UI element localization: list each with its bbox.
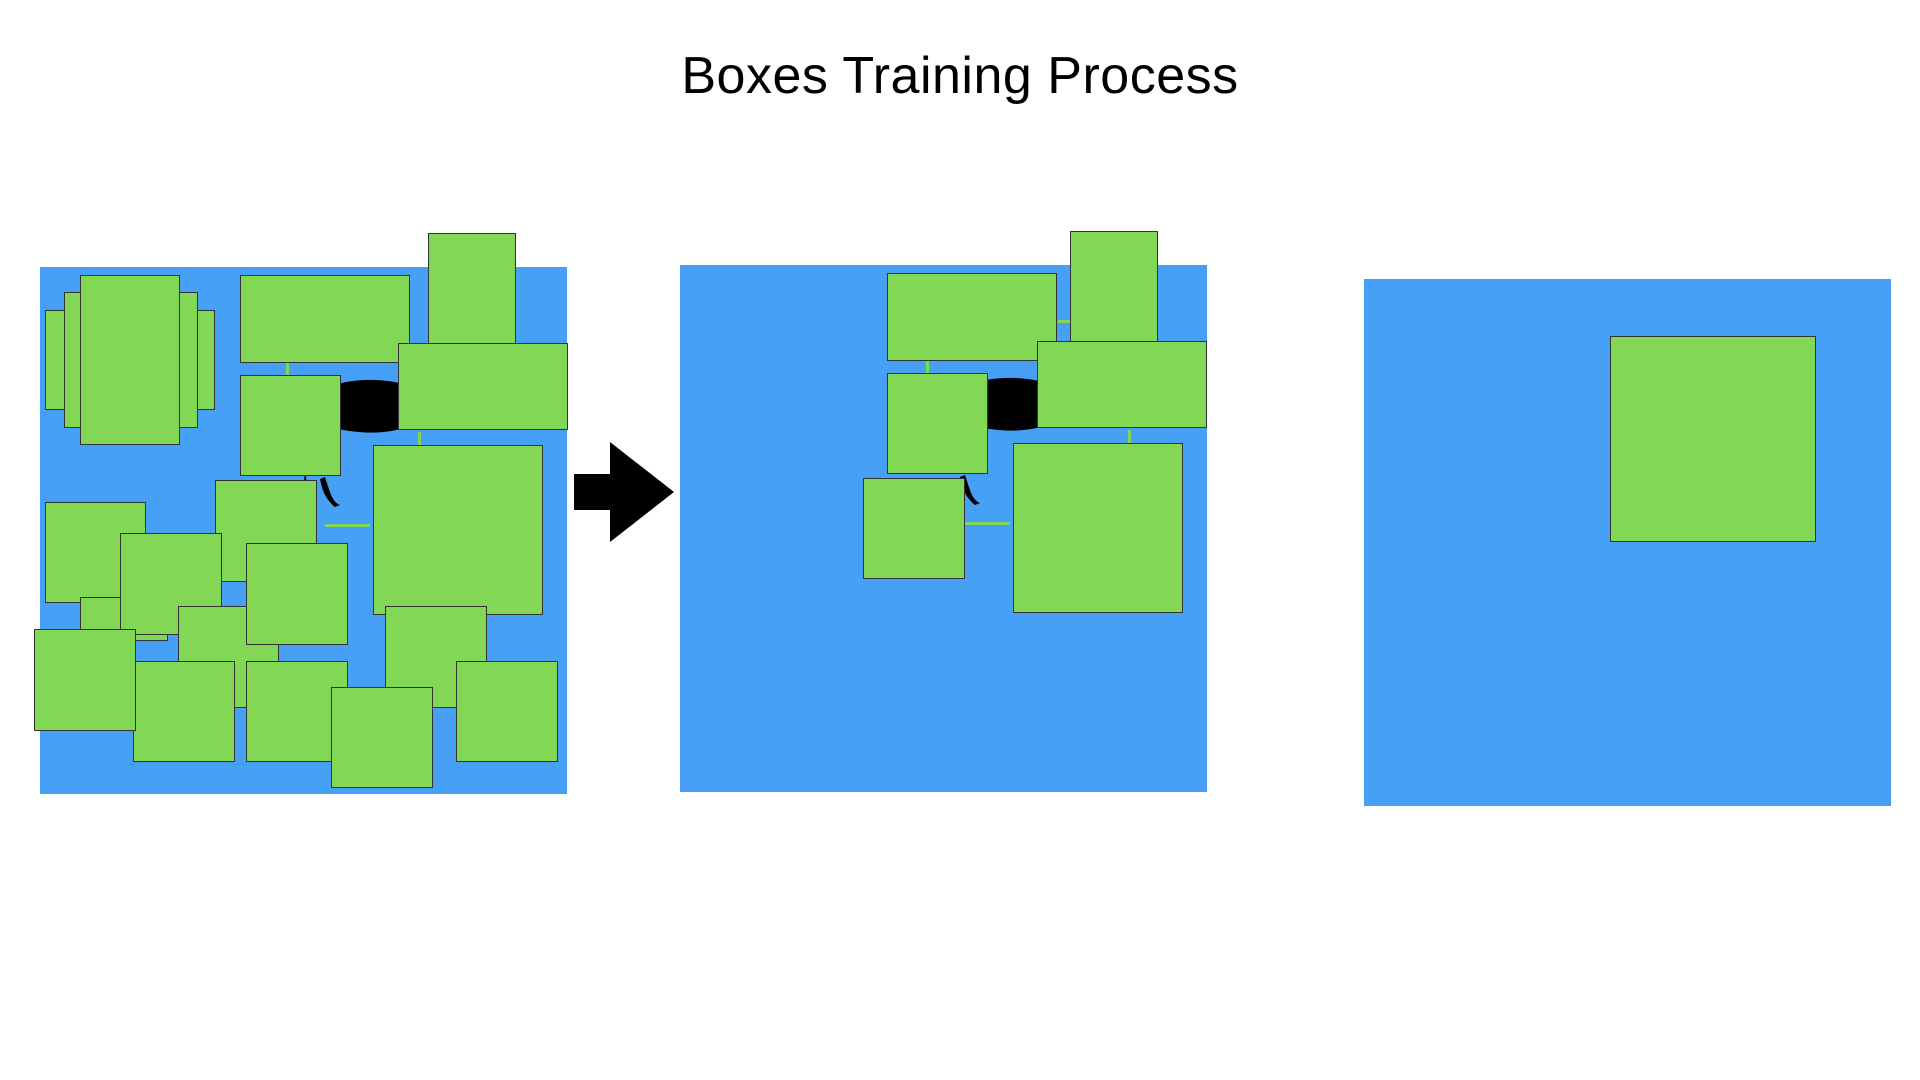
candidate-box	[34, 629, 136, 731]
right-arrow-icon	[574, 442, 674, 542]
panel-final	[1364, 279, 1891, 806]
candidate-box	[1037, 341, 1207, 428]
candidate-box	[331, 687, 433, 788]
candidate-box	[1070, 231, 1158, 353]
guide-line	[1058, 320, 1073, 323]
guide-line	[286, 362, 289, 382]
diagram-title: Boxes Training Process	[681, 47, 1239, 105]
guide-line	[325, 524, 370, 527]
candidate-box	[1013, 443, 1183, 613]
candidate-box	[240, 375, 341, 476]
panel-filtered	[680, 231, 1207, 792]
candidate-box	[887, 373, 988, 474]
guide-line	[926, 360, 929, 380]
candidate-box	[133, 661, 235, 762]
candidate-box	[398, 343, 568, 430]
guide-line	[965, 522, 1010, 525]
guide-line	[1128, 430, 1131, 446]
candidate-box	[863, 478, 965, 579]
panel-initial	[34, 233, 568, 794]
candidate-box	[428, 233, 516, 355]
candidate-box	[246, 543, 348, 645]
candidate-box	[887, 273, 1057, 361]
candidate-box	[456, 661, 558, 762]
candidate-box	[373, 445, 543, 615]
candidate-box	[80, 275, 180, 445]
guide-line	[418, 432, 421, 448]
candidate-box	[240, 275, 410, 363]
final-box	[1610, 336, 1816, 542]
